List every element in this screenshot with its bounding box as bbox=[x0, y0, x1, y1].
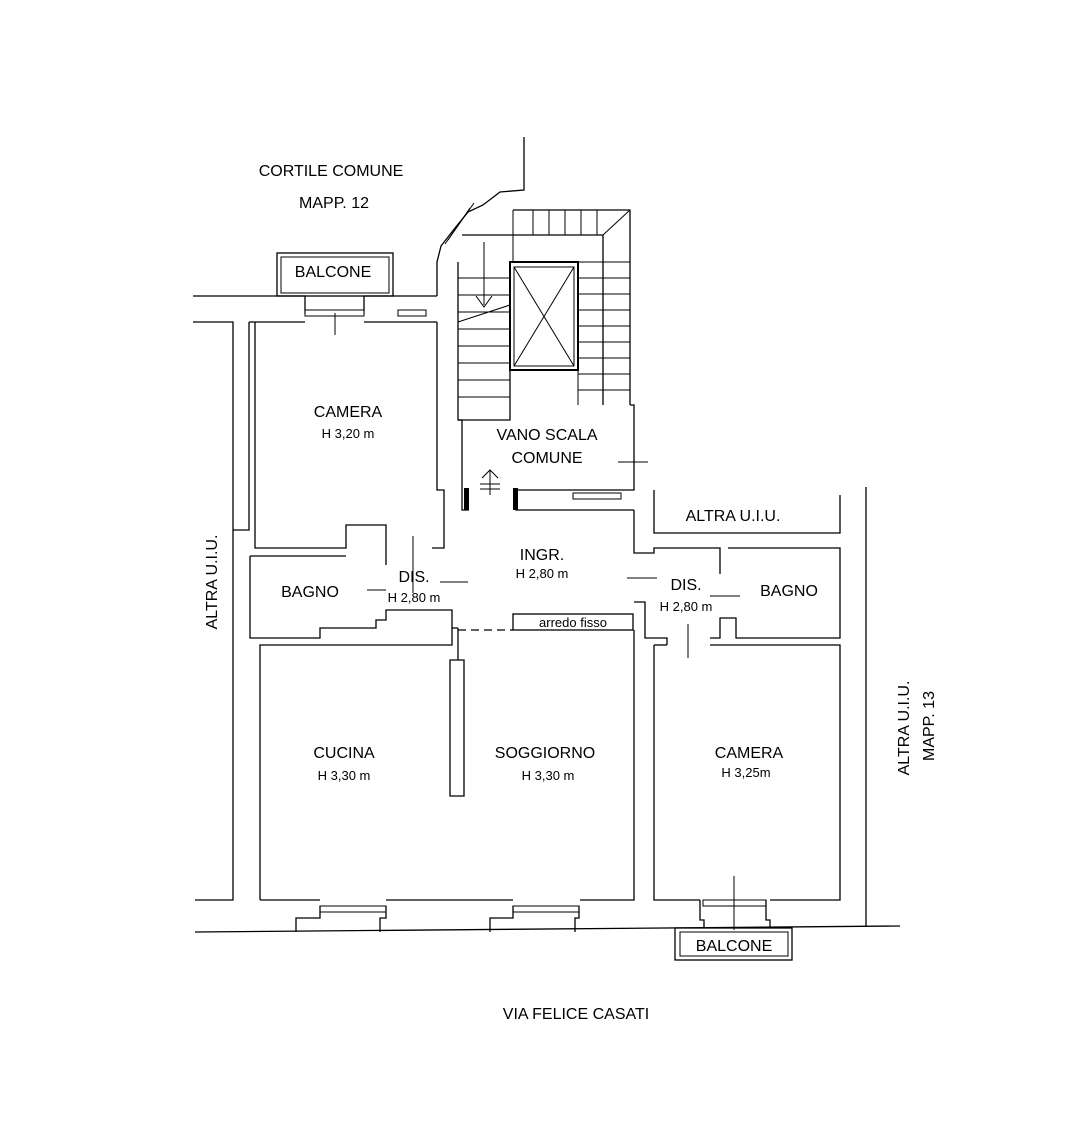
label-altra-uiu-right: ALTRA U.I.U. bbox=[896, 681, 913, 776]
label-cortile-comune: CORTILE COMUNE bbox=[259, 163, 404, 180]
label-mapp-13: MAPP. 13 bbox=[921, 691, 938, 761]
label-dis-left: DIS. bbox=[398, 569, 429, 586]
label-mapp-12: MAPP. 12 bbox=[299, 195, 369, 212]
label-camera-right-height: H 3,25m bbox=[721, 765, 770, 780]
balcony-bottom bbox=[674, 927, 793, 961]
site-boundaries bbox=[193, 137, 901, 933]
label-soggiorno: SOGGIORNO bbox=[495, 745, 595, 762]
label-via: VIA FELICE CASATI bbox=[503, 1006, 649, 1023]
staircase bbox=[457, 209, 631, 421]
label-altra-uiu-left: ALTRA U.I.U. bbox=[204, 535, 221, 630]
label-dis-left-height: H 2,80 m bbox=[388, 590, 441, 605]
label-bagno-left: BAGNO bbox=[281, 584, 339, 601]
stair-hall-walls bbox=[458, 404, 648, 511]
room-camera-top-walls bbox=[233, 295, 445, 565]
balcony-top bbox=[276, 252, 394, 297]
label-ingresso-height: H 2,80 m bbox=[516, 566, 569, 581]
label-vano-scala: VANO SCALA bbox=[496, 427, 597, 444]
label-camera-top: CAMERA bbox=[314, 404, 383, 421]
room-camera-right-walls bbox=[653, 644, 841, 930]
label-balcone-bottom: BALCONE bbox=[696, 938, 772, 955]
label-dis-right: DIS. bbox=[670, 577, 701, 594]
label-cucina: CUCINA bbox=[313, 745, 375, 762]
label-vano-scala-comune: COMUNE bbox=[511, 450, 582, 467]
label-balcone-top: BALCONE bbox=[295, 264, 371, 281]
label-altra-uiu-room: ALTRA U.I.U. bbox=[686, 508, 781, 525]
label-camera-right: CAMERA bbox=[715, 745, 784, 762]
corridor-walls bbox=[249, 510, 841, 658]
living-kitchen-walls bbox=[259, 628, 635, 932]
label-bagno-right: BAGNO bbox=[760, 583, 818, 600]
label-dis-right-height: H 2,80 m bbox=[660, 599, 713, 614]
label-arredo-fisso: arredo fisso bbox=[539, 615, 607, 630]
altra-uiu-box bbox=[653, 490, 841, 534]
label-camera-top-height: H 3,20 m bbox=[322, 426, 375, 441]
label-soggiorno-height: H 3,30 m bbox=[522, 768, 575, 783]
label-cucina-height: H 3,30 m bbox=[318, 768, 371, 783]
label-ingresso: INGR. bbox=[520, 547, 564, 564]
